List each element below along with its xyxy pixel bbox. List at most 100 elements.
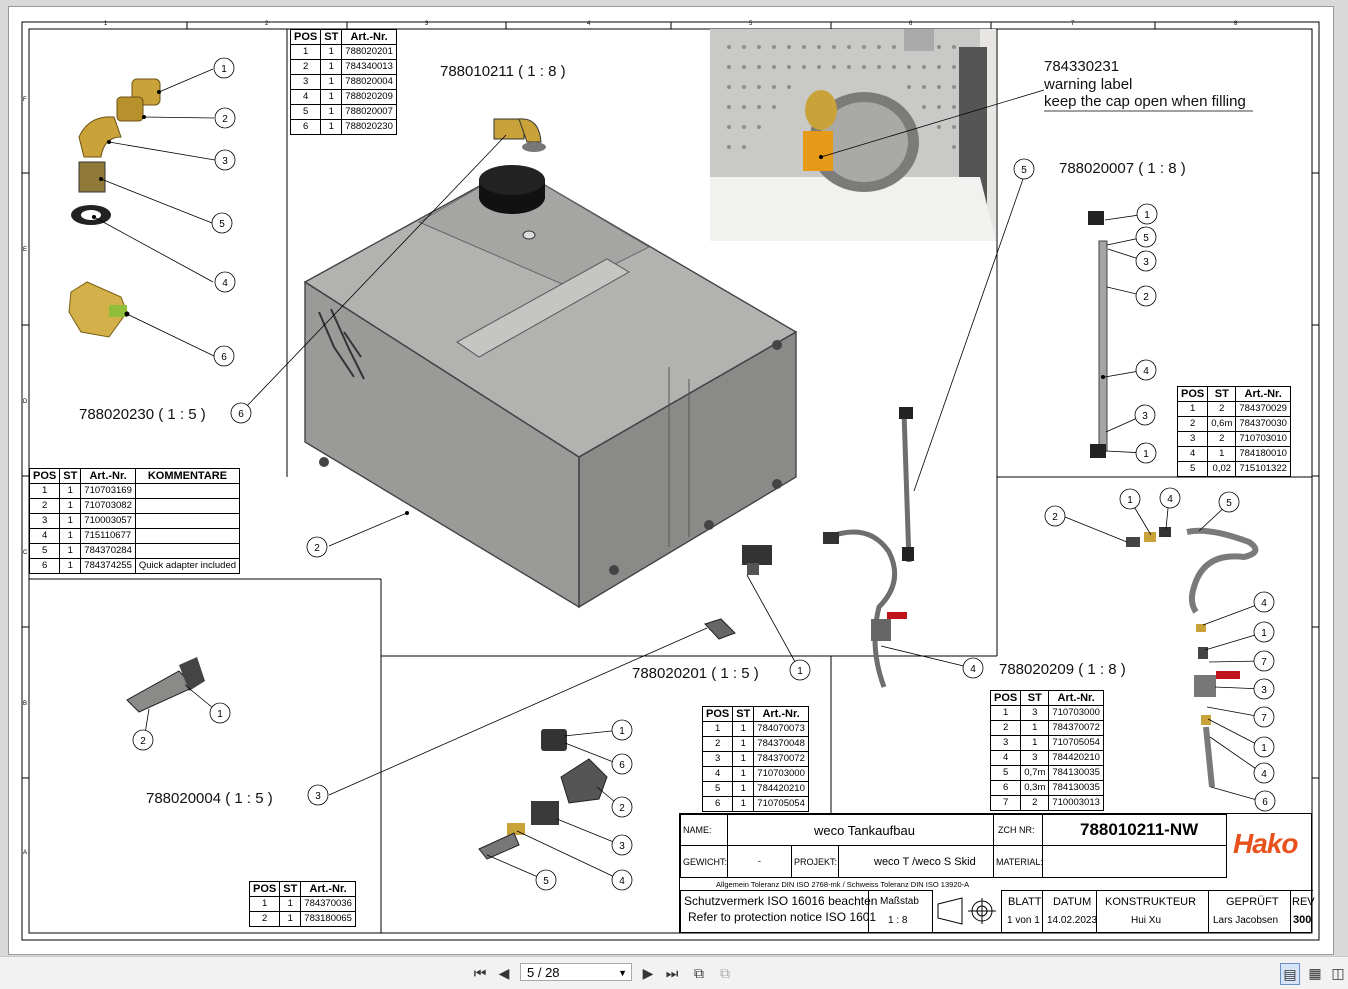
page-number-field[interactable]: 5 / 28▼ bbox=[520, 963, 632, 981]
massstab-value: 1 : 8 bbox=[888, 915, 908, 926]
table-cell: 710703000 bbox=[753, 766, 809, 782]
view-label-788020004: 788020004 ( 1 : 5 ) bbox=[146, 790, 273, 807]
back-view-icon[interactable]: ⧉ bbox=[694, 964, 704, 981]
svg-text:4: 4 bbox=[970, 664, 976, 675]
table-cell: 4 bbox=[28, 528, 61, 544]
column-header: ST bbox=[732, 706, 755, 722]
zone-row-a: A bbox=[23, 850, 28, 856]
table-cell: 784340013 bbox=[341, 59, 397, 75]
rev-label: REV bbox=[1292, 896, 1315, 908]
svg-text:2: 2 bbox=[1052, 512, 1058, 523]
table-cell: 4 bbox=[289, 89, 322, 105]
blatt-value: 1 von 1 bbox=[1007, 915, 1040, 926]
table-cell: 784370072 bbox=[753, 751, 809, 767]
zone-col-7: 7 bbox=[1071, 21, 1075, 27]
warning-text-1: warning label bbox=[1044, 76, 1133, 93]
table-cell: 1 bbox=[59, 498, 82, 514]
table-cell: 1 bbox=[1020, 735, 1050, 751]
table-cell: 710703000 bbox=[1048, 705, 1104, 721]
column-header: Art.-Nr. bbox=[300, 881, 356, 897]
table-cell: 784070073 bbox=[753, 721, 809, 737]
chevron-down-icon[interactable]: ▼ bbox=[618, 968, 627, 978]
column-header: POS bbox=[1176, 386, 1209, 402]
column-header: ST bbox=[320, 29, 343, 45]
assembly-788020230 bbox=[68, 78, 161, 338]
table-cell: 7 bbox=[989, 795, 1022, 811]
previous-page-button[interactable]: ◀ bbox=[498, 964, 510, 981]
table-cell: 784130035 bbox=[1048, 780, 1104, 796]
two-page-view-icon[interactable]: ▦ bbox=[1308, 964, 1322, 981]
table-cell: 784420210 bbox=[753, 781, 809, 797]
next-page-button[interactable]: ▶ bbox=[642, 964, 654, 981]
protection-notice-1: Schutzvermerk ISO 16016 beachten bbox=[684, 894, 878, 908]
svg-text:4: 4 bbox=[1167, 494, 1173, 505]
zone-row-d: D bbox=[23, 399, 28, 405]
table-cell: 710003013 bbox=[1048, 795, 1104, 811]
column-header: Art.-Nr. bbox=[341, 29, 397, 45]
table-cell: 1 bbox=[59, 513, 82, 529]
table-cell: 715110677 bbox=[80, 528, 136, 544]
table-cell: 1 bbox=[701, 721, 734, 737]
table-cell: 710705054 bbox=[1048, 735, 1104, 751]
drawing-sheet: 1 2 3 4 5 6 7 8 F E D C B A bbox=[8, 6, 1334, 955]
single-page-view-icon[interactable]: ▤ bbox=[1280, 963, 1300, 985]
assembly-788020007 bbox=[1088, 211, 1108, 458]
table-cell: 5 bbox=[1176, 461, 1209, 477]
table-cell: 1 bbox=[320, 59, 343, 75]
table-cell: 784420210 bbox=[1048, 750, 1104, 766]
table-cell bbox=[134, 528, 241, 544]
rev-value: 300 bbox=[1293, 914, 1312, 926]
table-cell: 2 bbox=[701, 736, 734, 752]
table-cell: 1 bbox=[279, 896, 302, 912]
table-cell bbox=[134, 483, 241, 499]
zone-col-4: 4 bbox=[587, 21, 591, 27]
blatt-label: BLATT bbox=[1008, 896, 1042, 908]
name-label: NAME: bbox=[683, 825, 712, 835]
name-value: weco Tankaufbau bbox=[814, 823, 915, 838]
first-page-button[interactable]: ⏮ bbox=[473, 964, 487, 981]
forward-view-icon[interactable]: ⧉ bbox=[720, 964, 730, 981]
table-cell: 2 bbox=[28, 498, 61, 514]
continuous-view-icon[interactable]: ◫ bbox=[1331, 964, 1345, 981]
konstrukteur-label: KONSTRUKTEUR bbox=[1105, 896, 1197, 908]
table-cell: 2 bbox=[989, 720, 1022, 736]
table-cell: 1 bbox=[732, 796, 755, 812]
view-label-788020209: 788020209 ( 1 : 8 ) bbox=[999, 661, 1126, 678]
svg-text:1: 1 bbox=[1127, 495, 1133, 506]
svg-text:2: 2 bbox=[1143, 292, 1149, 303]
table-cell: 2 bbox=[1207, 431, 1237, 447]
zone-row-c: C bbox=[23, 550, 28, 556]
table-cell: 1 bbox=[59, 528, 82, 544]
table-cell bbox=[134, 498, 241, 514]
last-page-button[interactable]: ⏭ bbox=[665, 964, 679, 981]
drawing-frame bbox=[21, 21, 1320, 941]
table-cell: 784370030 bbox=[1235, 416, 1291, 432]
table-cell: 1 bbox=[732, 766, 755, 782]
svg-text:5: 5 bbox=[1226, 498, 1232, 509]
svg-text:4: 4 bbox=[619, 876, 625, 887]
column-header: ST bbox=[279, 881, 302, 897]
table-cell: 784370029 bbox=[1235, 401, 1291, 417]
table-cell: 784130035 bbox=[1048, 765, 1104, 781]
konstrukteur-value: Hui Xu bbox=[1131, 915, 1162, 926]
datum-value: 14.02.2023 bbox=[1047, 915, 1098, 926]
svg-text:4: 4 bbox=[1261, 769, 1267, 780]
svg-text:1: 1 bbox=[217, 709, 223, 720]
photo-inset bbox=[710, 29, 996, 241]
valve-parts bbox=[823, 407, 914, 641]
